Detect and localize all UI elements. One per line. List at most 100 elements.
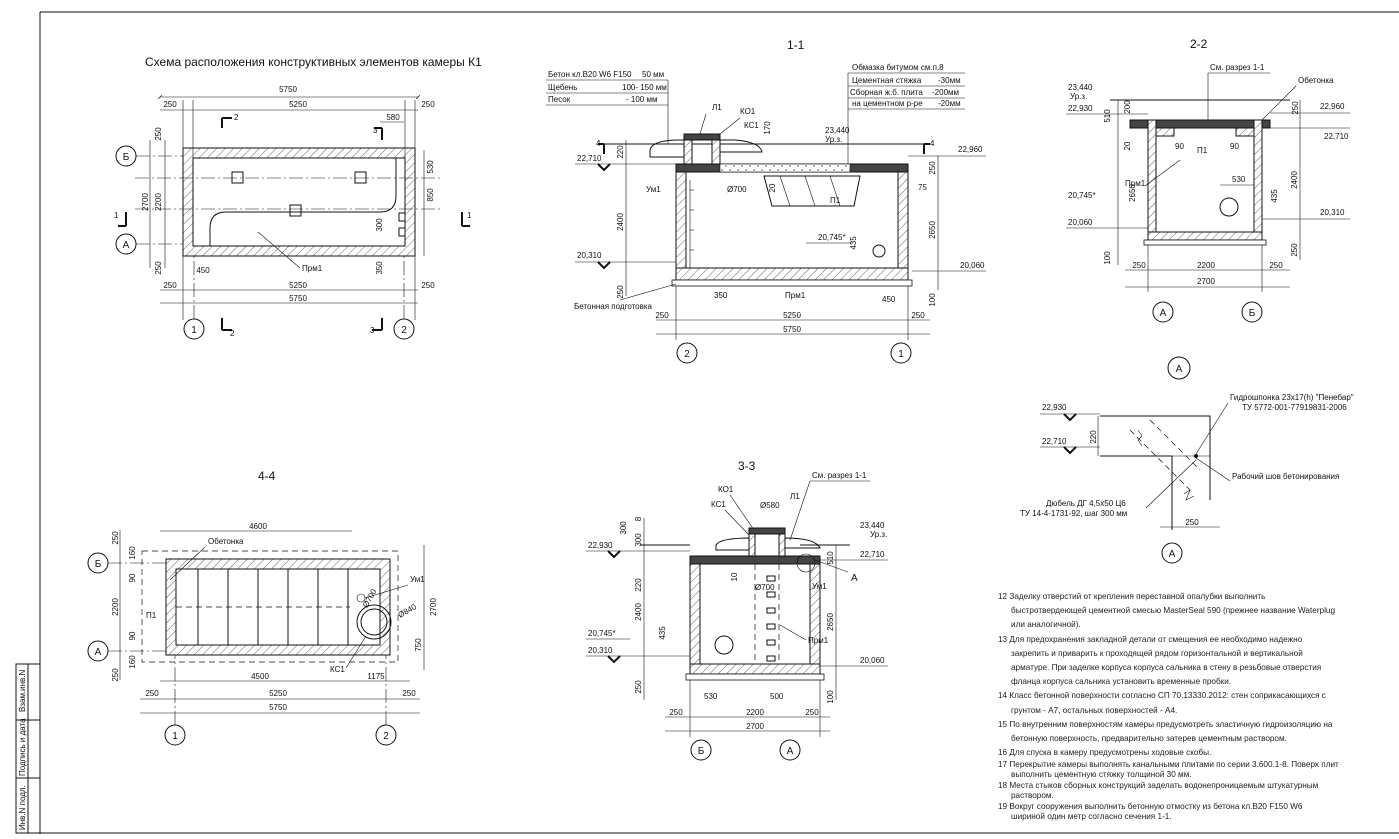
sec22-dim-250a: 250 [1132,261,1146,270]
sec44-dim-5750: 5750 [269,703,287,712]
sec33-dim-250b: 250 [805,708,819,717]
sec44-title: 4-4 [258,469,276,483]
stamp-inv-original: Инв.N подл. [18,785,27,830]
plan-cut-3-bottom: 3 [370,326,375,335]
sec11-cut-4-left: 4 [596,139,601,148]
sec44-axis-1: 1 [172,731,178,742]
sec33-dim-530: 530 [704,692,718,701]
sec11-layer-2-thk: 100- 150 мм [622,83,667,92]
note-line: закрепить и приварить к проходящей рядом… [1011,648,1303,658]
plan-dim-right-350: 350 [375,261,384,275]
sec44-dim-left-160b: 160 [128,655,137,669]
node-a-strip-tu: ТУ 5772-001-77919831-2006 [1242,403,1347,412]
sec11-rlayer-2-thk: -30мм [938,76,961,85]
sec22-dim-510: 510 [1103,109,1112,123]
sec44-dim-4600: 4600 [249,522,267,531]
sec11-layer-1-thk: 50 мм [642,70,664,79]
sec22-p1: П1 [1197,146,1208,155]
sec11-elev-22710: 22,710 [577,154,602,163]
sec11-title: 1-1 [787,38,805,52]
plan-axis-2: 2 [401,325,407,336]
plan-axis-a: А [123,240,130,251]
sec11-elev-20745: 20,745* [818,233,846,242]
sec44-axis-2: 2 [383,731,389,742]
note-line: раствором. [1011,791,1054,801]
sec33-elev-20310: 20,310 [588,646,613,655]
note-line: 12 Заделку отверстий от крепления перест… [998,592,1266,601]
sec22-dim-200: 200 [1123,100,1132,114]
note-line: бетонную поверхность, предварительно зат… [1011,734,1287,744]
sec11-layer-3-thk: - 100 мм [626,95,657,104]
node-a-strip: Гидрошпонка 23х17(h) "Пенебар" [1230,393,1354,402]
sec11-label-kc1: КС1 [744,121,759,130]
sec11-rlayer-4-thk: -20мм [938,99,961,108]
sec22-axis-b: Б [1249,308,1256,319]
note-line: арматуре. При заделке корпуса корпуса са… [1011,663,1322,673]
sec11-dim-435: 435 [849,236,858,250]
sec44-dim-left-90b: 90 [128,631,137,640]
sec44-dim-750: 750 [414,638,423,652]
sec11-rlayer-2-name: Цементная стяжка [852,76,922,85]
sec11-layer-3-name: Песок [548,95,571,104]
plan-dim-right-300: 300 [375,218,384,232]
plan-dim-bot-5750: 5750 [289,294,307,303]
node-a-title: А [1176,364,1183,375]
sec11-label-p1: П1 [830,196,841,205]
section-3-3: 3-3 См. разрез 1-1 КО1 КС1 Л1 Ø580 Ø700 [586,459,888,761]
node-a-dowel: Дюбель ДГ 4,5х50 Ц6 [1046,499,1126,508]
sec33-l1: Л1 [790,492,800,501]
sec22-dim-90a: 90 [1175,142,1184,151]
node-a-dim-250: 250 [1185,518,1199,527]
sec11-rlayer-4-name: на цементном р-ре [852,99,923,108]
sheet-frame [15,11,1399,834]
sec22-obet: Обетонка [1298,76,1334,85]
plan-label-prm1: Прм1 [302,264,323,273]
sec22-dim-250b: 250 [1269,261,1283,270]
plan-dim-bot-5250: 5250 [289,281,307,290]
sec33-title: 3-3 [738,459,756,473]
sec11-rlayer-1: Обмазка битумом см.п.8 [852,63,944,72]
sec22-dim-2400: 2400 [1290,171,1299,189]
sec44-axis-b: Б [95,559,102,570]
sec11-label-l1: Л1 [712,103,722,112]
sec33-axis-b: Б [698,746,705,757]
plan-dim-bot-250a: 250 [163,281,177,290]
sec44-obet: Обетонка [208,537,244,546]
sec11-dim-250-left: 250 [616,285,625,299]
sec33-elev-23440: 23,440 [860,521,885,530]
note-line: выполнить цементную стяжку толщиной 30 м… [1011,770,1192,780]
plan-dim-left-2700: 2700 [141,193,150,211]
node-a-elev-22710: 22,710 [1042,437,1067,446]
sec33-axis-a: А [787,746,794,757]
sec22-prm1: Прм1 [1125,179,1146,188]
sec33-elev-22710: 22,710 [860,550,885,559]
sec11-label-ko1: КО1 [740,107,756,116]
sec11-dim-100: 100 [928,293,937,307]
plan-cut-2-bottom: 2 [230,329,235,338]
note-line: 19 Вокруг сооружения выполнить бетонную … [998,802,1303,812]
sec11-dim-170: 170 [763,121,772,135]
sec33-elev-22930: 22,930 [588,541,613,550]
plan-dim-left-250b: 250 [154,261,163,275]
plan-cut-3-top: 3 [373,126,378,135]
note-line: фланца корпуса сальника установить време… [1011,677,1232,687]
sec33-dim-250-left: 250 [634,680,643,694]
sec11-dim-2400: 2400 [616,213,625,231]
sec11-elev-ground: 23,440 [825,126,850,135]
note-line: шириной один метр согласно сечения 1-1. [1011,812,1172,822]
sec44-dim-250b: 250 [402,689,416,698]
sec11-label-d700: Ø700 [727,185,747,194]
plan-cut-1-right: 1 [467,211,472,220]
sec33-ref: См. разрез 1-1 [812,471,867,480]
sec11-dim-2650: 2650 [928,221,937,239]
sec11-dim-5750: 5750 [783,325,801,334]
section-2-2: 2-2 См. разрез 1-1 Обетонка 23,440 Ур.з.… [1066,37,1350,323]
note-line: 15 По внутренним поверхностям камеры пре… [998,719,1333,729]
sec33-kc1: КС1 [711,500,726,509]
sec33-dim-220: 220 [634,578,643,592]
sec22-ur: Ур.з. [1070,92,1087,101]
sec33-dim-250a: 250 [669,708,683,717]
sec44-dim-4500: 4500 [251,672,269,681]
sec33-elev-20745: 20,745* [588,629,616,638]
sec11-elev-22960: 22,960 [958,145,983,154]
